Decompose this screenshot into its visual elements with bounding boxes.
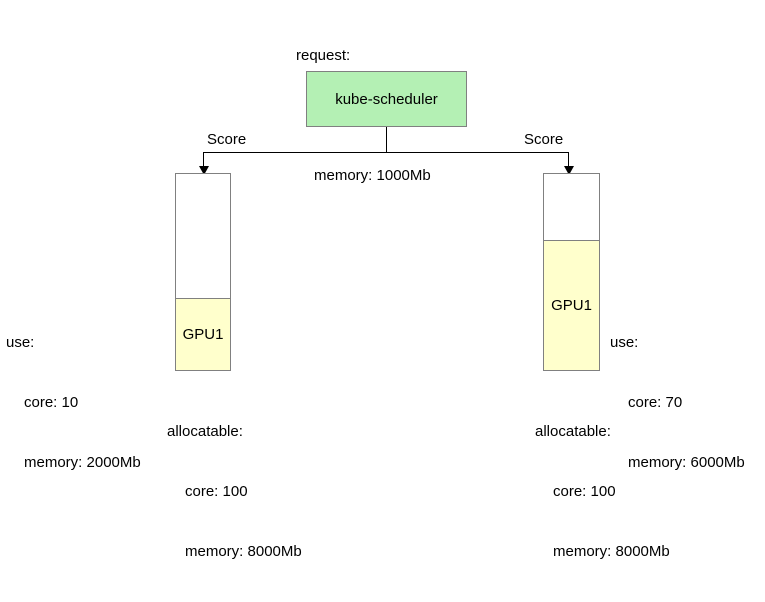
request-memory: memory: 1000Mb [314, 167, 431, 184]
alloc-right-memory: memory: 8000Mb [553, 543, 670, 560]
node-left-used-region: GPU1 [176, 298, 230, 370]
score-drop-line-left [203, 152, 204, 170]
node-box-left[interactable]: GPU1 [175, 173, 231, 371]
node-left-gpu-label: GPU1 [182, 326, 224, 343]
alloc-left-core: core: 100 [185, 483, 248, 500]
scheduler-stem-line [386, 127, 387, 152]
alloc-right-core: core: 100 [553, 483, 616, 500]
node-right-used-region: GPU1 [544, 240, 599, 370]
use-left-header: use: [6, 334, 35, 351]
use-right-core: core: 70 [628, 394, 683, 411]
allocatable-annotation-right: allocatable: core: 100 memory: 8000Mb [535, 382, 670, 602]
node-right-gpu-label: GPU1 [551, 297, 592, 314]
use-left-memory: memory: 2000Mb [24, 454, 141, 471]
allocatable-annotation-left: allocatable: core: 100 memory: 8000Mb [167, 382, 302, 602]
alloc-left-header: allocatable: [167, 423, 243, 440]
kube-scheduler-label: kube-scheduler [335, 90, 438, 108]
score-drop-line-right [568, 152, 569, 170]
alloc-left-memory: memory: 8000Mb [185, 543, 302, 560]
score-bus-line [203, 152, 568, 153]
use-annotation-left: use: core: 10 memory: 2000Mb [6, 293, 141, 513]
arrow-head-right-icon [564, 166, 574, 175]
alloc-right-header: allocatable: [535, 423, 611, 440]
score-label-left: Score [207, 131, 247, 148]
use-left-core: core: 10 [24, 394, 79, 411]
score-label-right: Score [524, 131, 564, 148]
diagram-canvas: request: core: 20 memory: 1000Mb kube-sc… [6, 47, 745, 560]
kube-scheduler-box[interactable]: kube-scheduler [306, 71, 467, 127]
request-header: request: [296, 47, 351, 64]
use-right-header: use: [610, 334, 639, 351]
node-box-right[interactable]: GPU1 [543, 173, 600, 371]
arrow-head-left-icon [199, 166, 209, 175]
